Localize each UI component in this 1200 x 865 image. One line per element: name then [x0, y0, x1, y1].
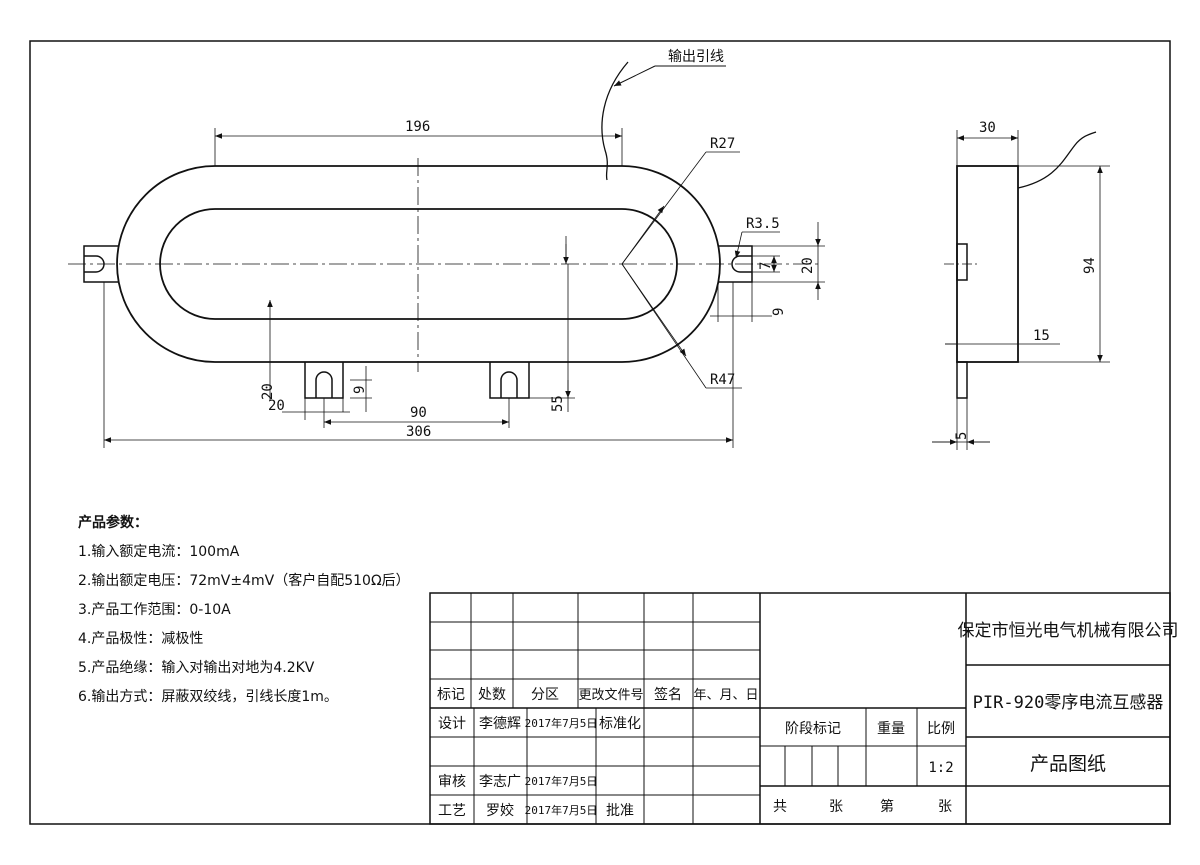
parameter-item: 4.产品极性：减极性	[78, 631, 204, 647]
dim-306: 306	[406, 424, 431, 440]
label-output-lead: 输出引线	[668, 49, 724, 65]
process-label: 工艺	[438, 803, 466, 819]
design-label: 设计	[438, 716, 466, 732]
sheets-label-2: 张	[938, 799, 952, 815]
dim-r27: R27	[710, 136, 735, 152]
front-view	[68, 61, 825, 448]
parameter-item: 3.产品工作范围：0-10A	[78, 602, 231, 618]
parameter-item: 2.输出额定电压：72mV±4mV（客户自配510Ω后）	[78, 573, 410, 589]
dim-5: 5	[954, 432, 970, 440]
dim-9-bottom: 9	[352, 386, 368, 394]
dim-90: 90	[410, 405, 427, 421]
dim-55: 55	[550, 395, 566, 412]
drawing-type: 产品图纸	[1030, 753, 1106, 775]
sheets-total-label: 共	[773, 799, 787, 815]
product-parameters: 产品参数： 1.输入额定电流：100mA 2.输出额定电压：72mV±4mV（客…	[78, 512, 458, 715]
dim-r3-5: R3.5	[746, 216, 780, 232]
header-date: 年、月、日	[693, 688, 758, 703]
side-tab-lower	[956, 361, 968, 399]
stage-mark-label: 阶段标记	[785, 721, 841, 737]
header-signature: 签名	[654, 686, 682, 703]
header-mark: 标记	[437, 687, 465, 703]
sheet-no-label: 第	[880, 798, 894, 815]
process-person: 罗姣	[486, 802, 514, 819]
designer-name: 李德辉	[479, 716, 521, 732]
scale-value: 1:2	[928, 760, 953, 776]
lead-arrow	[613, 65, 656, 87]
dim-r47: R47	[710, 372, 735, 388]
parameter-item: 5.产品绝缘：输入对输出对地为4.2KV	[78, 660, 315, 676]
output-lead-curve	[601, 61, 629, 181]
side-output-lead	[1017, 131, 1097, 189]
sheets-label-1: 张	[829, 799, 843, 815]
design-date: 2017年7月5日	[525, 716, 598, 730]
dim-15: 15	[1033, 328, 1050, 344]
parameter-item: 6.输出方式：屏蔽双绞线，引线长度1m。	[78, 689, 338, 705]
dim-196: 196	[405, 119, 430, 135]
review-label: 审核	[438, 774, 466, 790]
outer-ring-outline	[116, 165, 721, 363]
company-name: 保定市恒光电气机械有限公司	[958, 621, 1179, 641]
dim-94: 94	[1082, 257, 1098, 274]
dim-30: 30	[979, 120, 996, 136]
product-name: PIR-920零序电流互感器	[973, 693, 1164, 713]
dim-9-right: 9	[771, 308, 787, 316]
dim-7: 7	[758, 262, 774, 270]
title-block	[429, 592, 1171, 825]
standardize-label: 标准化	[599, 716, 641, 732]
inner-window-outline	[159, 208, 678, 320]
scale-label: 比例	[927, 721, 955, 737]
dim-20-bottom: 20	[268, 398, 285, 414]
parameter-item: 1.输入额定电流：100mA	[78, 544, 240, 560]
left-mounting-tab	[83, 245, 118, 283]
side-tab-upper	[956, 243, 968, 281]
reviewer-name: 李志广	[479, 774, 521, 790]
side-view	[932, 130, 1110, 450]
header-count: 处数	[478, 687, 506, 703]
review-date: 2017年7月5日	[525, 774, 598, 788]
process-date: 2017年7月5日	[525, 803, 598, 817]
bottom-mounting-tab-right	[489, 362, 530, 399]
approve-label: 批准	[606, 803, 634, 819]
header-change-doc: 更改文件号	[578, 688, 643, 703]
dim-20-right: 20	[800, 257, 816, 274]
parameters-title: 产品参数：	[78, 515, 148, 531]
weight-label: 重量	[877, 721, 905, 737]
bottom-mounting-tab-left	[304, 362, 344, 399]
header-zone: 分区	[531, 687, 559, 703]
dim-20-vertical: 20	[260, 383, 276, 400]
